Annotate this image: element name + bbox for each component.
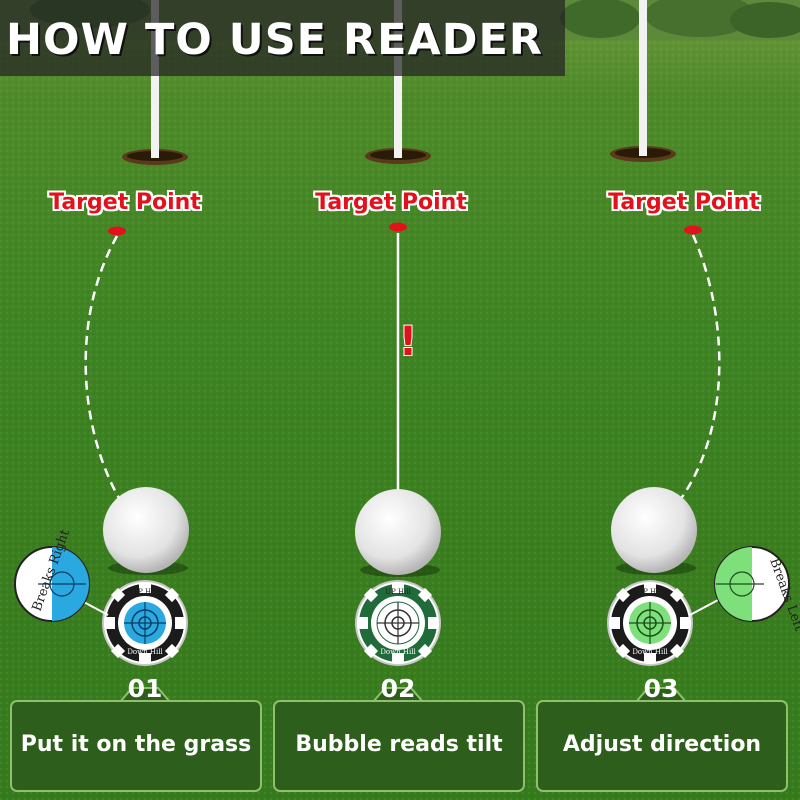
putt-path-left <box>84 235 122 501</box>
target-label-right: Target Point <box>608 190 760 215</box>
step-number-1: 01 <box>127 674 163 703</box>
marker-right-bottom-text: Down Hill <box>632 648 668 656</box>
target-dot-right <box>684 225 702 235</box>
golf-ball-center <box>355 489 441 577</box>
hole-center <box>365 0 431 164</box>
target-dot-center <box>389 222 407 232</box>
step-box-3 <box>536 700 788 792</box>
zoom-callout-right <box>689 546 790 622</box>
page-title: HOW TO USE READER <box>6 15 543 65</box>
step-label-2: Bubble reads tilt <box>295 732 503 757</box>
target-label-left: Target Point <box>49 190 201 215</box>
marker-left-bottom-text: Down Hill <box>127 648 163 656</box>
step-box-1 <box>10 700 262 792</box>
step-number-2: 02 <box>380 674 416 703</box>
hole-left <box>122 0 188 165</box>
ball-marker-right <box>607 580 693 666</box>
step-number-3: 03 <box>643 674 679 703</box>
target-label-center: Target Point <box>315 190 467 215</box>
golf-ball-right <box>611 487 697 575</box>
grass-texture <box>0 40 800 800</box>
step-label-3: Adjust direction <box>562 732 762 757</box>
hole-right <box>610 0 676 162</box>
marker-center-bottom-text: Down Hill <box>380 648 416 656</box>
title-bar <box>0 0 565 76</box>
marker-center-top-text: UP Hill <box>385 588 411 596</box>
alert-icon: ! <box>399 319 417 365</box>
step-label-1: Put it on the grass <box>20 732 252 757</box>
zoom-callout-left <box>14 546 109 622</box>
marker-left-top-text: UP Hill <box>132 588 158 596</box>
marker-right-top-text: UP Hill <box>637 588 663 596</box>
ball-marker-left <box>102 580 188 666</box>
golf-ball-left <box>103 487 189 575</box>
putt-path-right <box>678 234 721 501</box>
target-dot-left <box>108 226 126 236</box>
step-box-2 <box>273 700 525 792</box>
ball-marker-center <box>355 580 441 666</box>
